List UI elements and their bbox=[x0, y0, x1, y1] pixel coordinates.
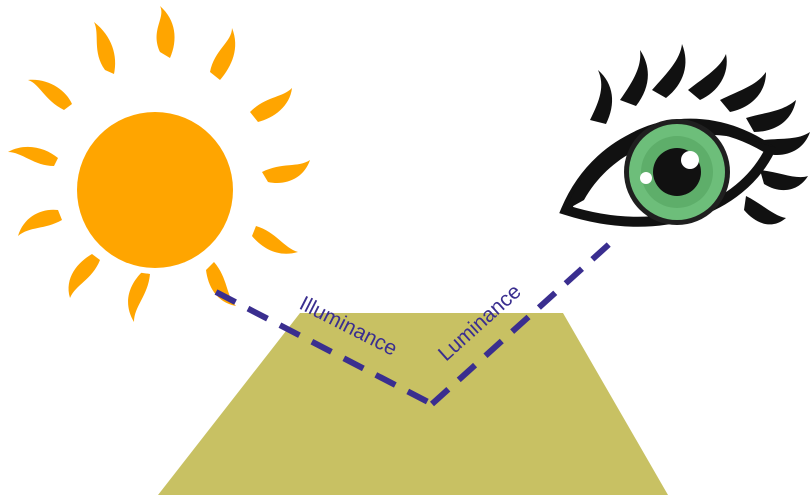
surface bbox=[158, 313, 668, 495]
eye-icon bbox=[566, 44, 810, 225]
sun-icon bbox=[8, 6, 310, 322]
